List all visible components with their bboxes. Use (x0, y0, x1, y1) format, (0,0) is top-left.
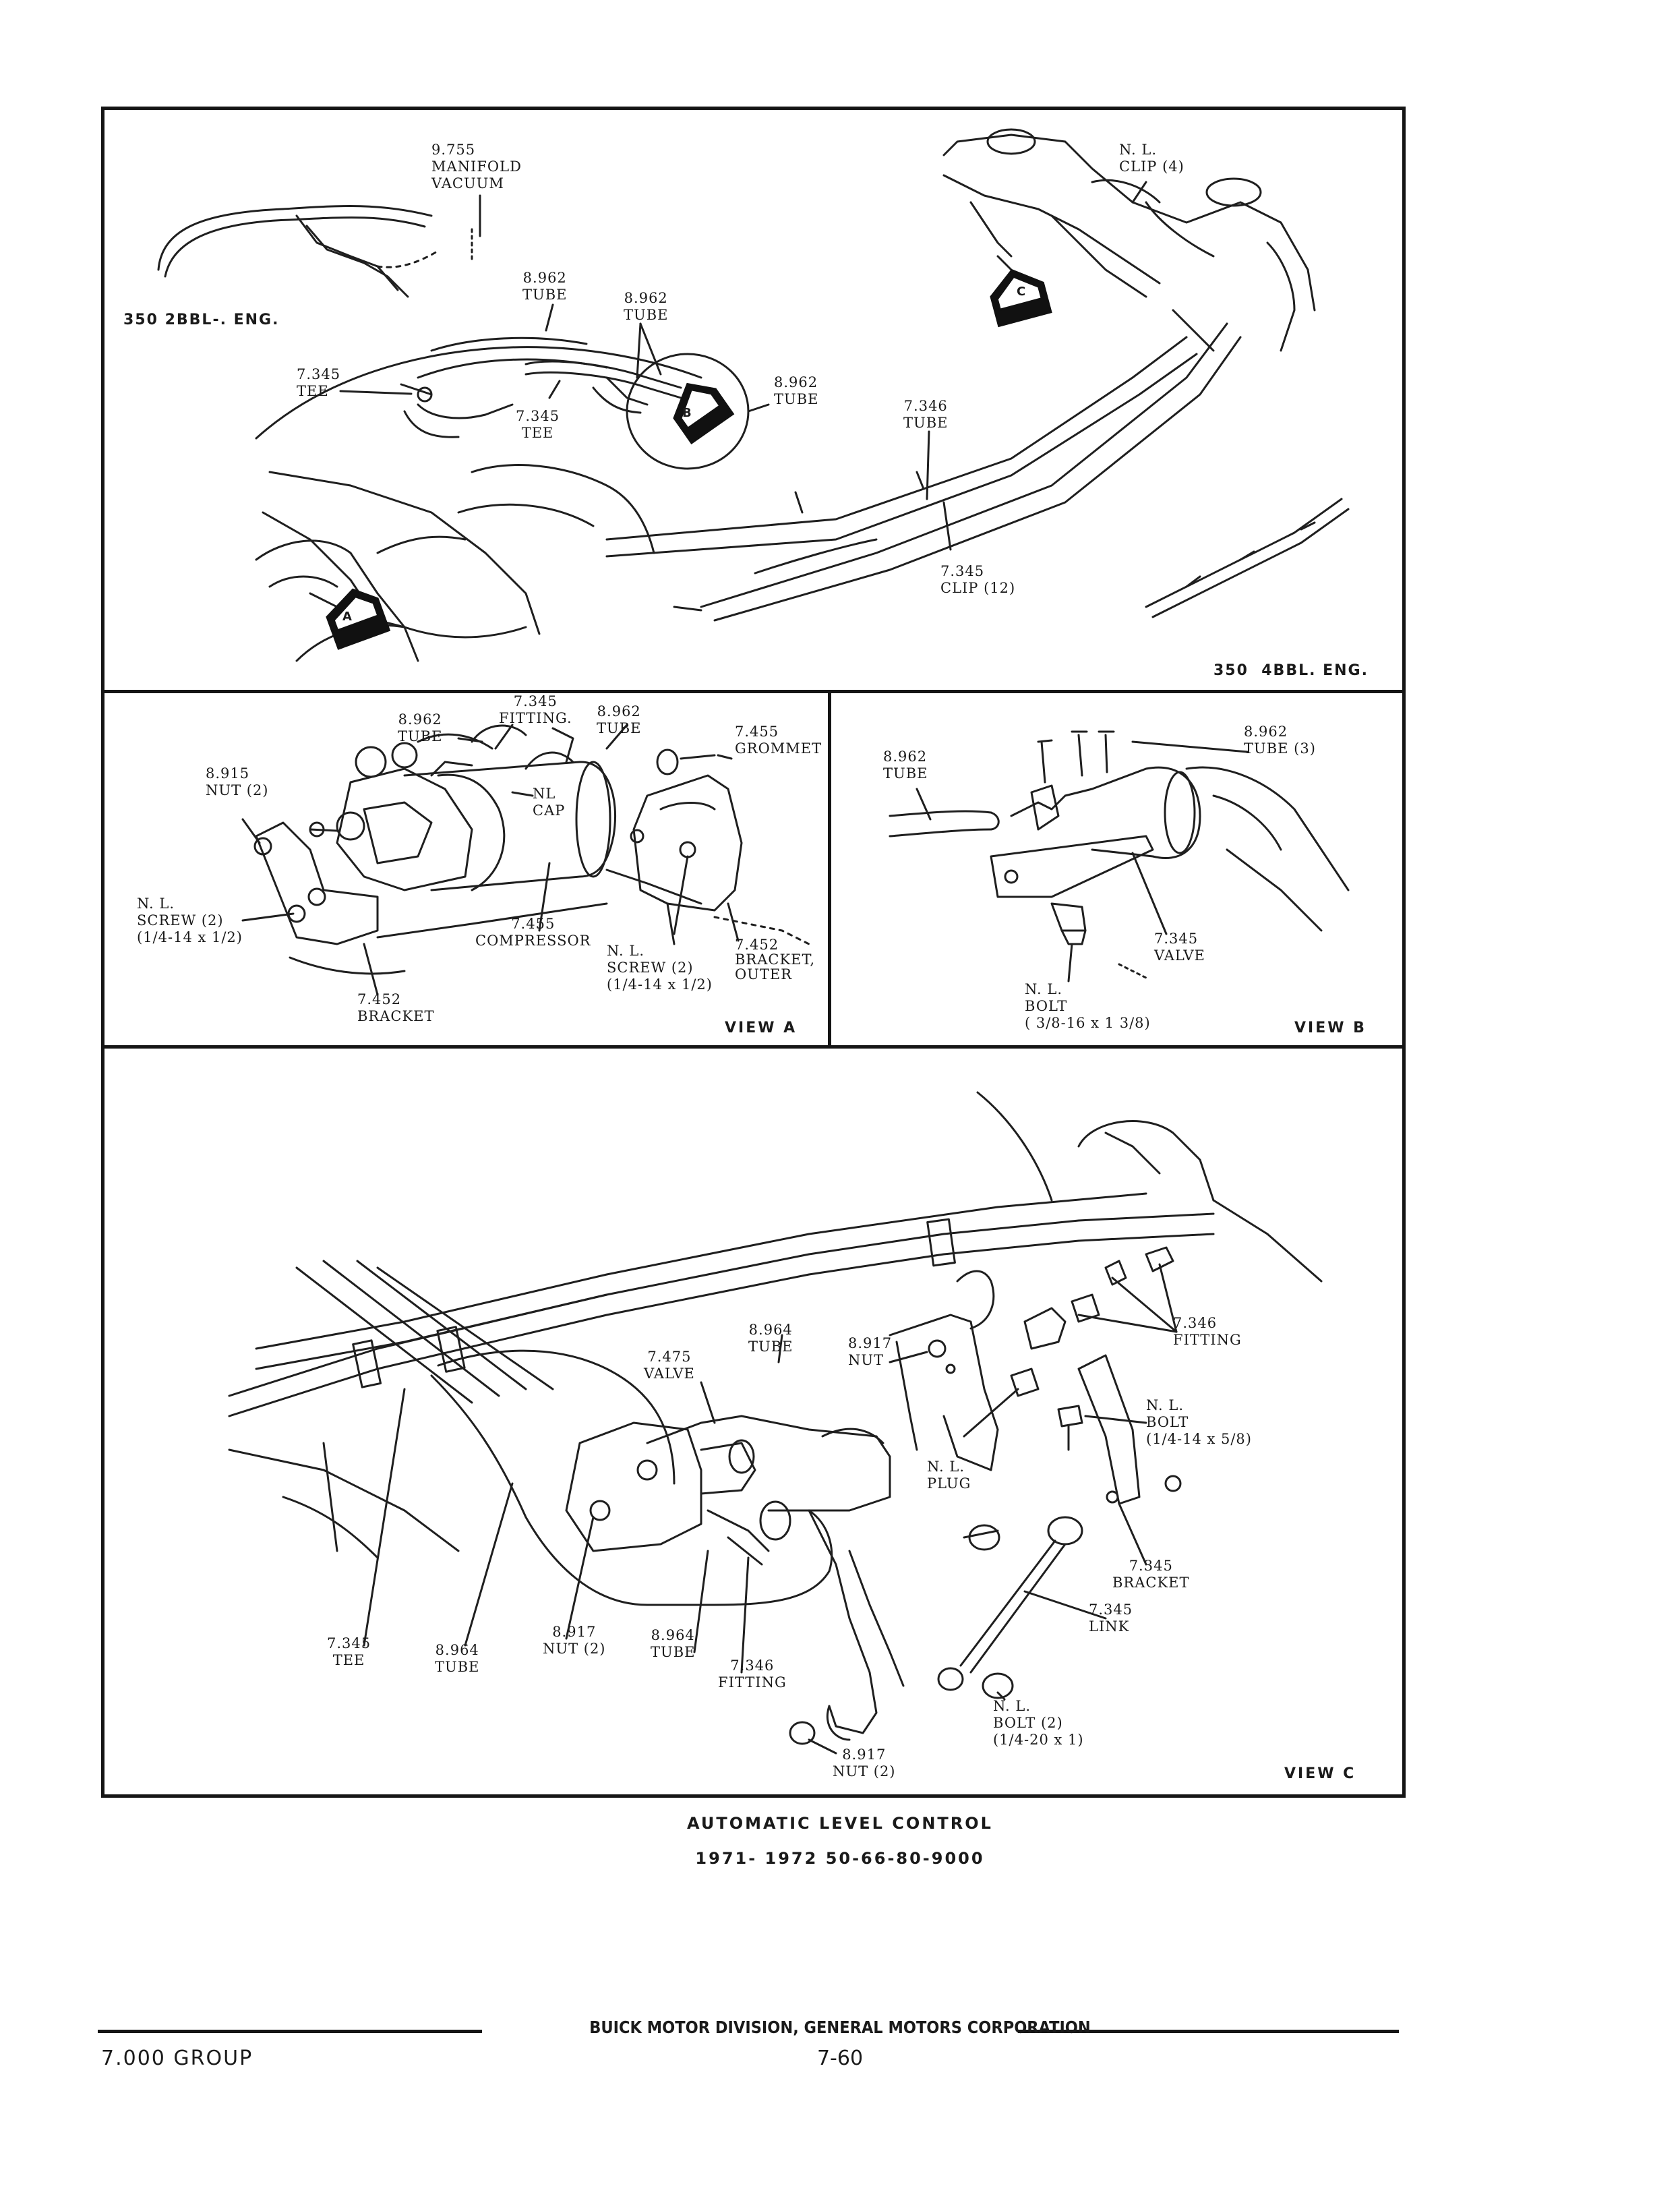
label-view-c-plug: N. L. PLUG (927, 1459, 971, 1492)
view-a-title: VIEW A (725, 1020, 798, 1036)
label-view-c-fitting-right: 7.346 FITTING (1173, 1315, 1242, 1348)
label-view-c-tee: 7.345 TEE (327, 1635, 371, 1668)
label-view-a-grommet: 7.455 GROMMET (735, 724, 822, 757)
label-nl-clip: N. L. CLIP (4) (1119, 142, 1184, 175)
label-view-b-bolt: N. L. BOLT ( 3/8-16 x 1 3/8) (1025, 981, 1151, 1031)
label-engine-4bbl: 350 4BBL. ENG. (1213, 662, 1369, 679)
label-view-c-nut-top: 8.917 NUT (848, 1335, 893, 1368)
view-c-title: VIEW C (1284, 1765, 1356, 1782)
footer-rule-right (1018, 2030, 1399, 2033)
label-view-a-fitting: 7.345 FITTING. (499, 693, 572, 726)
label-tube-circle: 8.962 TUBE (774, 374, 819, 407)
label-view-c-fitting-center: 7.346 FITTING (718, 1657, 787, 1691)
view-b-title: VIEW B (1294, 1020, 1367, 1036)
diagram-frame (101, 107, 1406, 1798)
label-engine-2bbl: 350 2BBL-. ENG. (123, 312, 280, 328)
label-view-a-nl-cap: NL CAP (533, 786, 566, 819)
label-tube-pair: 8.962 TUBE (624, 290, 669, 323)
label-view-c-bolt-bottom: N. L. BOLT (2) (1/4-20 x 1) (993, 1698, 1084, 1748)
label-tube-7346: 7.346 TUBE (903, 398, 949, 431)
label-tube-upper-left: 8.962 TUBE (522, 270, 568, 303)
label-view-c-bracket: 7.345 BRACKET (1112, 1558, 1190, 1591)
label-view-a-bracket-outer: 7.452 BRACKET, OUTER (735, 937, 816, 982)
footer-company: BUICK MOTOR DIVISION, GENERAL MOTORS COR… (589, 2018, 1091, 2037)
label-view-a-compressor: 7.455 COMPRESSOR (475, 916, 591, 949)
caption-subtitle: 1971- 1972 50-66-80-9000 (695, 1849, 985, 1868)
caption-title: AUTOMATIC LEVEL CONTROL (687, 1814, 993, 1833)
divider-top (101, 690, 1406, 693)
divider-view-ab (828, 690, 831, 1047)
marker-a: A (342, 610, 353, 624)
divider-middle (101, 1045, 1406, 1049)
footer-group: 7.000 GROUP (101, 2047, 253, 2070)
label-view-b-valve: 7.345 VALVE (1154, 931, 1205, 964)
label-view-c-tube-center: 8.964 TUBE (651, 1627, 696, 1660)
label-view-c-link: 7.345 LINK (1089, 1602, 1133, 1635)
label-manifold-vacuum: 9.755 MANIFOLD VACUUM (431, 142, 522, 192)
label-view-c-nut-bottom: 8.917 NUT (2) (833, 1746, 896, 1780)
label-view-a-tube-left: 8.962 TUBE (398, 711, 443, 744)
label-view-a-bracket: 7.452 BRACKET (357, 991, 435, 1024)
label-view-c-nut-2: 8.917 NUT (2) (543, 1624, 606, 1657)
marker-c: C (1017, 285, 1027, 299)
label-view-b-tube: 8.962 TUBE (883, 748, 928, 782)
label-view-a-tube-right: 8.962 TUBE (597, 703, 642, 736)
marker-b: B (682, 406, 693, 420)
label-tee-left: 7.345 TEE (297, 366, 341, 399)
footer-rule-left (98, 2030, 482, 2033)
label-view-c-bolt-right: N. L. BOLT (1/4-14 x 5/8) (1146, 1397, 1252, 1447)
label-view-b-tube-3: 8.962 TUBE (3) (1244, 724, 1316, 757)
label-view-a-screw-left: N. L. SCREW (2) (1/4-14 x 1/2) (137, 895, 243, 945)
label-clip-12: 7.345 CLIP (12) (940, 563, 1016, 596)
label-tee-center: 7.345 TEE (516, 408, 560, 441)
label-view-c-valve: 7.475 VALVE (644, 1349, 695, 1382)
label-view-c-tube-top: 8.964 TUBE (748, 1322, 793, 1355)
footer-page-number: 7-60 (816, 2047, 864, 2070)
label-view-a-screw-center: N. L. SCREW (2) (1/4-14 x 1/2) (607, 943, 713, 993)
label-view-c-tube-left: 8.964 TUBE (435, 1642, 480, 1675)
label-view-a-nut: 8.915 NUT (2) (206, 765, 269, 798)
